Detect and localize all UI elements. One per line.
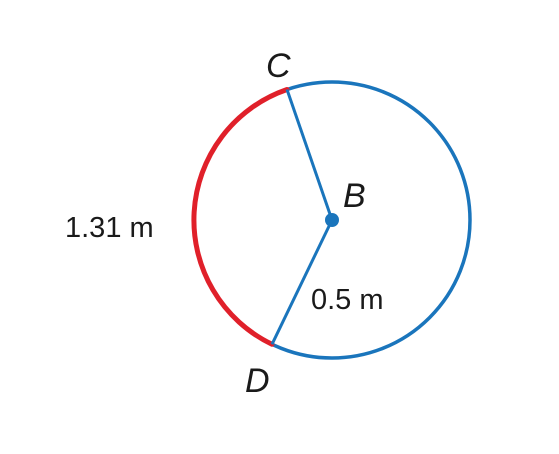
label-radius: 0.5 m [311,284,384,316]
radius-bc [285,89,334,221]
label-arc-length: 1.31 m [65,212,154,244]
arc-cd [191,87,290,347]
label-point-d: D [245,362,270,400]
center-point-b [325,213,339,227]
radius-bd [270,219,334,345]
label-point-b: B [343,177,366,215]
label-point-c: C [266,47,291,85]
